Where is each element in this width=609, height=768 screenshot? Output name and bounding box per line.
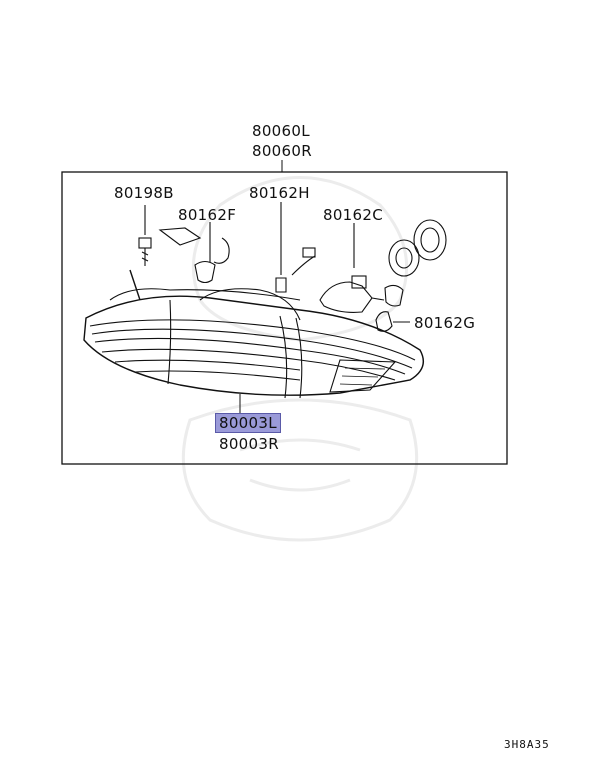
socket-f-part: [158, 222, 230, 284]
part-label-80198b[interactable]: 80198B: [114, 184, 174, 202]
part-label-80162h[interactable]: 80162H: [249, 184, 310, 202]
screw-part: [138, 205, 152, 266]
part-label-80162c[interactable]: 80162C: [323, 206, 383, 224]
part-label-80162f[interactable]: 80162F: [178, 206, 237, 224]
bulb-g-part: [375, 284, 410, 332]
socket-h-part: [275, 202, 316, 293]
part-label-80003l-highlighted[interactable]: 80003L: [215, 413, 281, 433]
illustration-code: 3H8A35: [504, 738, 550, 751]
assembly-label-left: 80060L: [252, 122, 310, 140]
retainer-rings: [388, 219, 447, 277]
assembly-frame: [61, 171, 508, 465]
watermark-logo: [181, 176, 419, 542]
part-label-80162g[interactable]: 80162G: [414, 314, 476, 332]
headlight-lens: [83, 269, 424, 399]
part-label-80003r[interactable]: 80003R: [219, 435, 279, 453]
assembly-label-right: 80060R: [252, 142, 312, 160]
bulb-c-part: [319, 223, 385, 313]
